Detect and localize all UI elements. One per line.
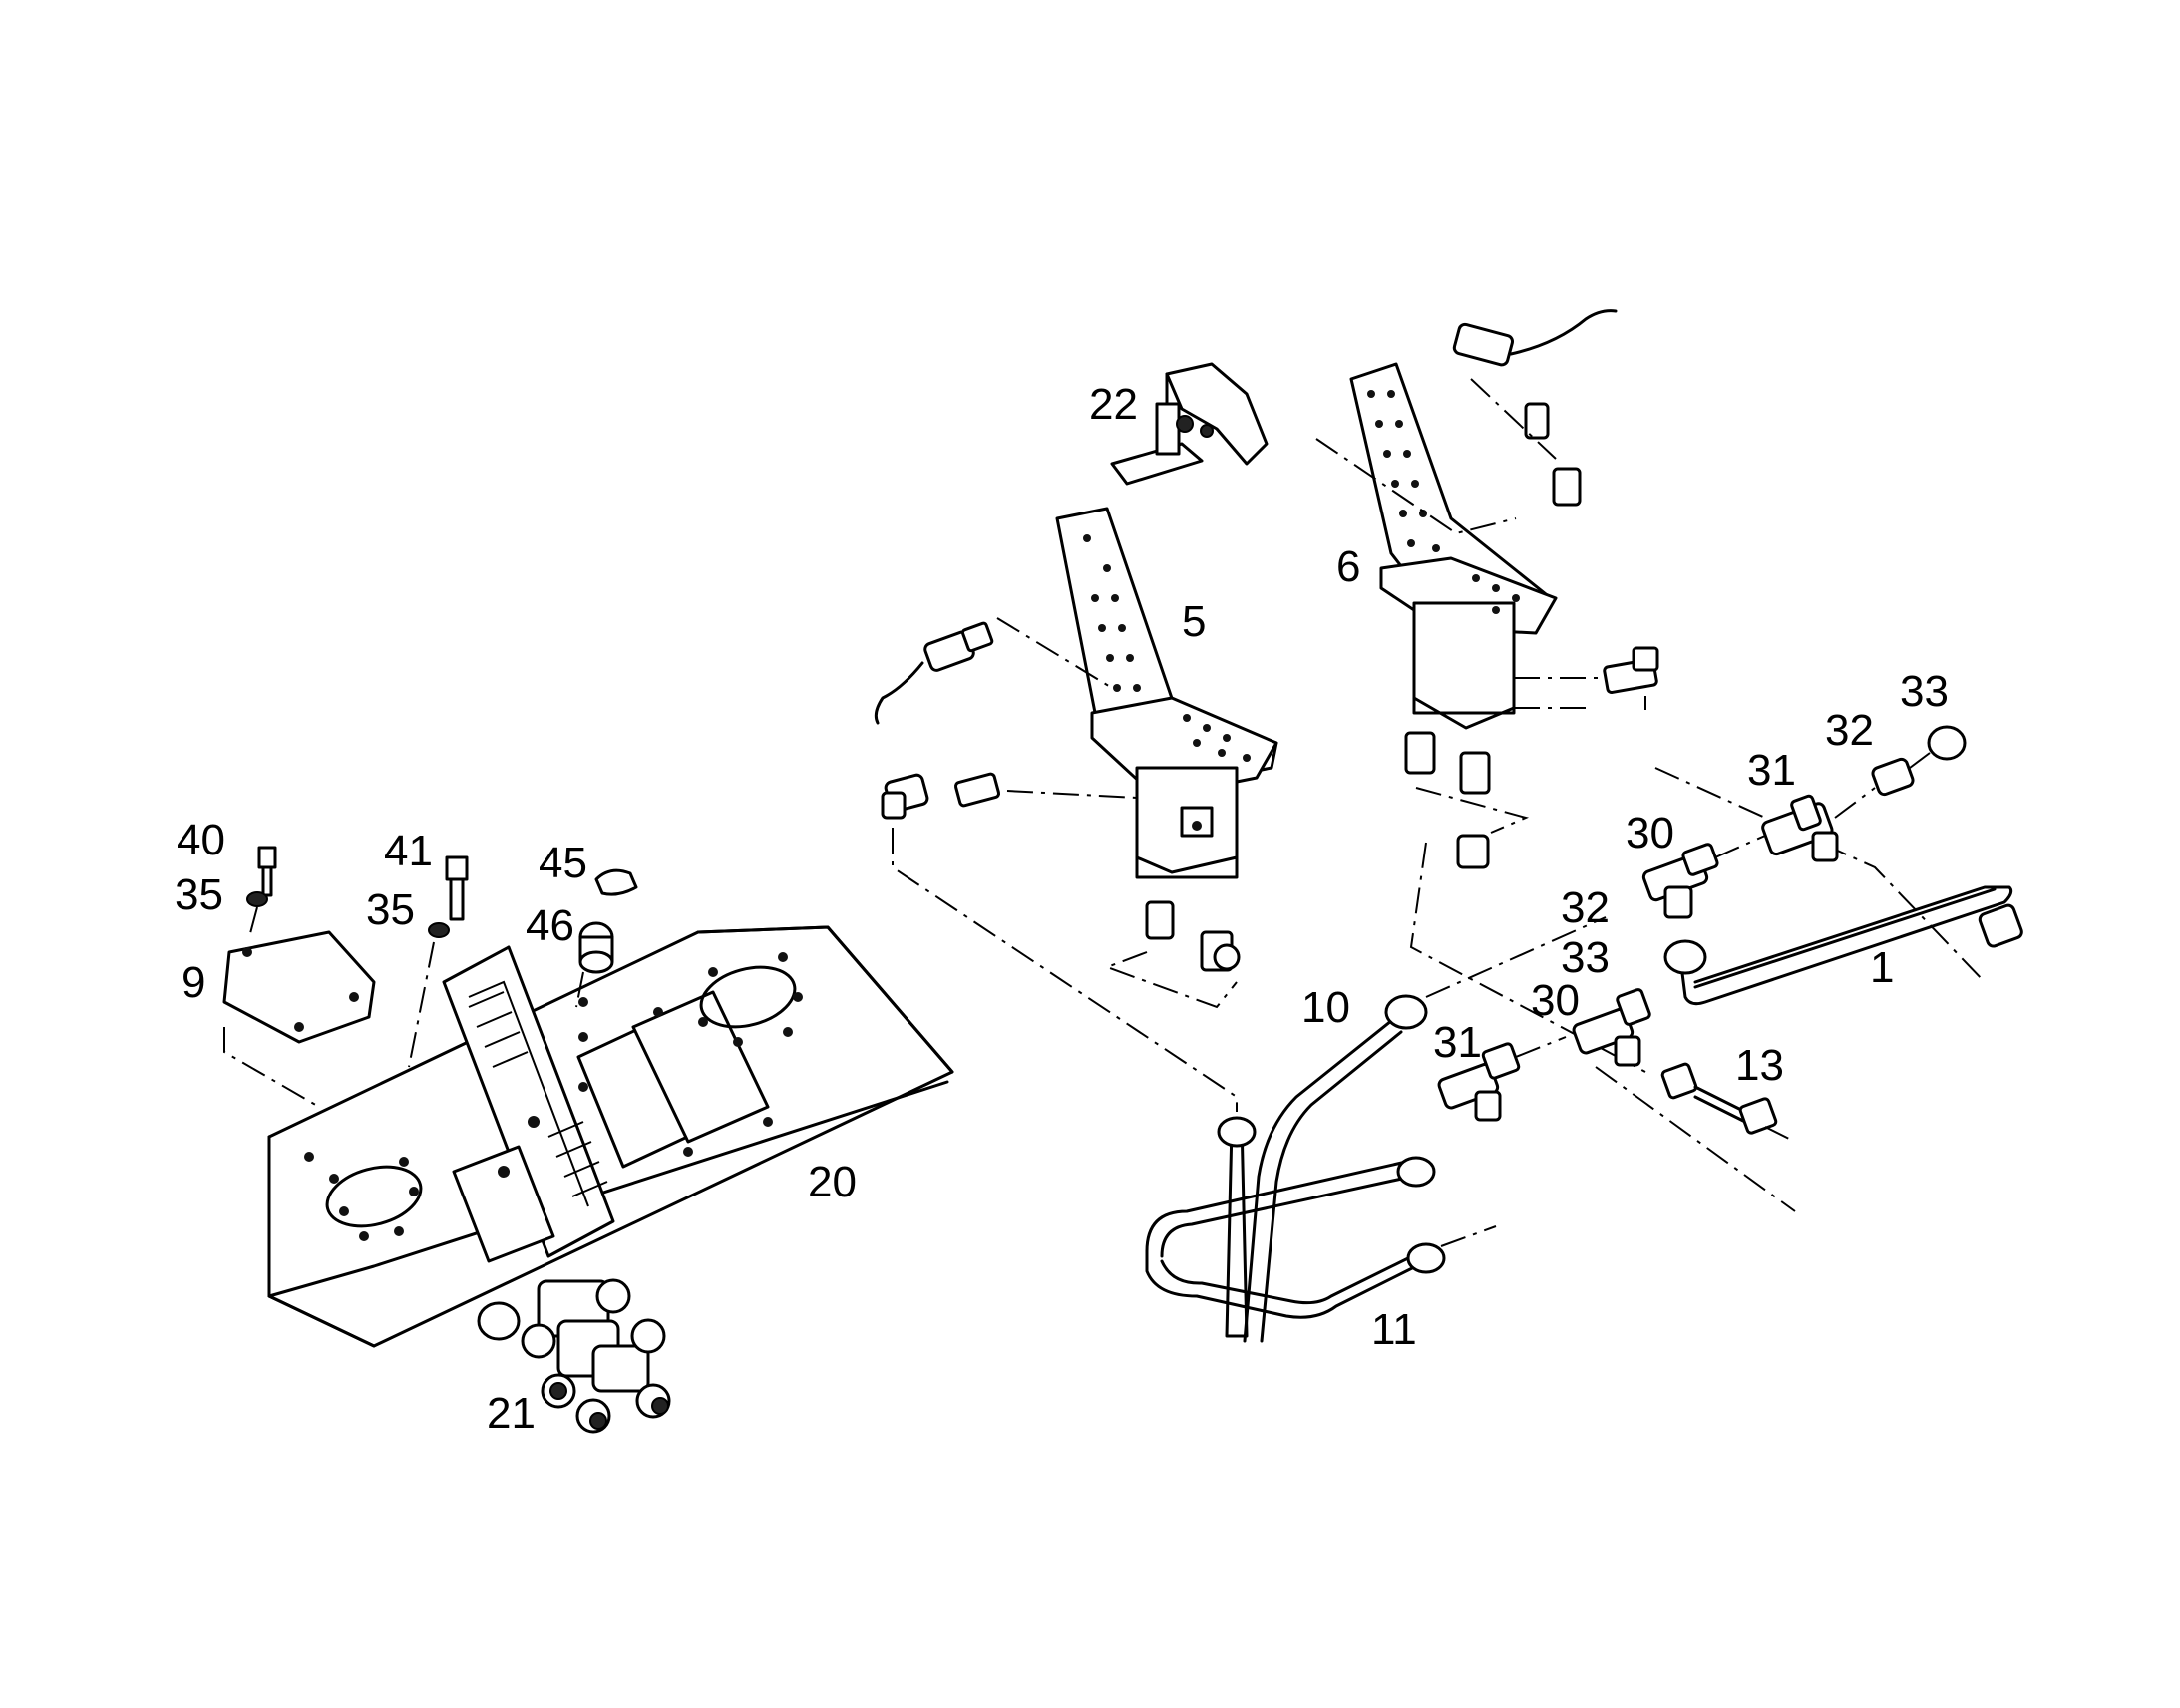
pedal-holes-5 [1083, 534, 1251, 762]
bolt-40 [246, 846, 277, 938]
accelerator-pedal [442, 945, 615, 1263]
label-35-right: 35 [366, 885, 415, 934]
label-31-lower: 31 [1433, 1018, 1482, 1067]
label-10: 10 [1301, 983, 1350, 1032]
part-labels: 1 5 6 9 10 11 13 20 21 22 30 30 31 31 32… [175, 380, 1949, 1438]
pedal-unit-5 [1055, 507, 1278, 1009]
label-33-lower: 33 [1561, 933, 1610, 982]
label-21: 21 [487, 1389, 536, 1438]
sensor-6 [1315, 309, 1618, 535]
line-10 [1243, 916, 1607, 1343]
pedal-holes-6 [1367, 390, 1520, 614]
label-32-upper: 32 [1825, 706, 1874, 755]
fittings-upper-30-33 [1641, 725, 1967, 919]
valve-assembly-21 [477, 1278, 671, 1434]
label-22: 22 [1089, 380, 1138, 429]
floor-plate-20 [267, 925, 954, 1348]
clip-45 [594, 868, 638, 896]
label-1: 1 [1870, 943, 1894, 992]
elbow-fittings-5 [881, 772, 1238, 1112]
bracket-22 [1110, 362, 1269, 486]
line-1 [1654, 767, 2023, 1006]
label-31-upper: 31 [1747, 746, 1796, 795]
label-33-upper: 33 [1900, 667, 1949, 716]
label-30-lower: 30 [1531, 976, 1580, 1025]
cover-plate-9 [222, 930, 376, 1108]
label-46: 46 [526, 901, 574, 950]
label-5: 5 [1182, 597, 1206, 646]
label-20: 20 [808, 1158, 857, 1206]
label-45: 45 [539, 839, 587, 887]
label-13: 13 [1735, 1041, 1784, 1090]
line-11 [1145, 1116, 1497, 1338]
bushing-46 [575, 921, 614, 1008]
label-41: 41 [384, 827, 433, 875]
label-40: 40 [177, 816, 225, 864]
bolt-13 [1660, 1062, 1796, 1143]
label-32-lower: 32 [1561, 883, 1610, 932]
label-11: 11 [1371, 1305, 1417, 1354]
sensor-5 [874, 617, 1113, 725]
label-35-left: 35 [175, 870, 223, 919]
label-6: 6 [1336, 542, 1360, 591]
label-9: 9 [182, 958, 205, 1007]
label-30-upper: 30 [1626, 809, 1674, 857]
bolt-41 [408, 855, 469, 1068]
pedal-unit-6 [1349, 362, 1659, 1073]
fittings-lower-30-33 [1437, 988, 1796, 1212]
